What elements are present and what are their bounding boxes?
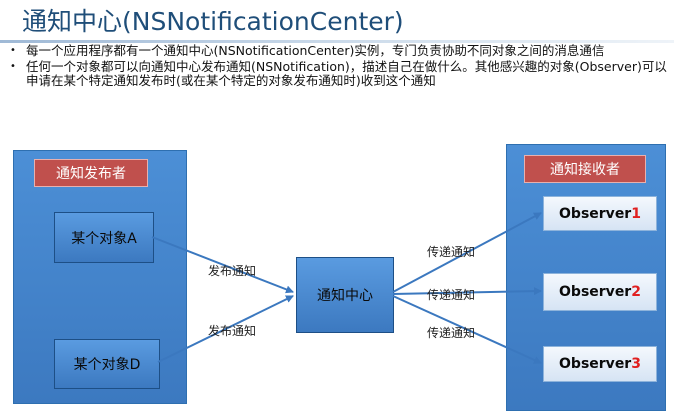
edge-label-deliver-2: 传递通知 [427,288,476,302]
bullet-text: 任何一个对象都可以向通知中心发布通知(NSNotification)，描述自己在… [26,59,667,88]
receiver-tag: 通知接收者 [524,155,646,183]
observer-name: Observer [559,205,632,222]
observer-name: Observer [559,356,632,372]
edge-label-deliver-1: 传递通知 [427,245,476,259]
edge-label-post-d: 发布通知 [208,324,257,338]
title-underline [0,40,674,43]
edge-label-post-a: 发布通知 [208,264,257,278]
bullet-list: • 每一个应用程序都有一个通知中心(NSNotificationCenter)实… [10,44,670,90]
observer-number: 1 [631,205,641,222]
bullet-text: 每一个应用程序都有一个通知中心(NSNotificationCenter)实例，… [26,43,605,58]
arrow-deliver-1 [392,212,542,293]
arrow-post-a [151,236,294,294]
edge-label-deliver-3: 传递通知 [427,326,476,340]
publisher-object-d: 某个对象D [54,339,160,389]
arrow-post-d [157,295,294,363]
bullet-dot-icon: • [10,45,16,56]
publisher-tag: 通知发布者 [34,159,148,187]
observer-number: 2 [631,284,641,300]
bullet-dot-icon: • [10,61,16,72]
slide-title: 通知中心(NSNotificationCenter) [22,7,404,36]
observer-number: 3 [631,356,641,372]
arrow-deliver-2 [392,287,542,296]
observer-name: Observer [559,284,632,300]
notification-center-box: 通知中心 [296,257,394,333]
bullet-item: • 每一个应用程序都有一个通知中心(NSNotificationCenter)实… [10,44,670,58]
arrow-deliver-3 [392,295,542,364]
bullet-item: • 任何一个对象都可以向通知中心发布通知(NSNotification)，描述自… [10,60,670,88]
